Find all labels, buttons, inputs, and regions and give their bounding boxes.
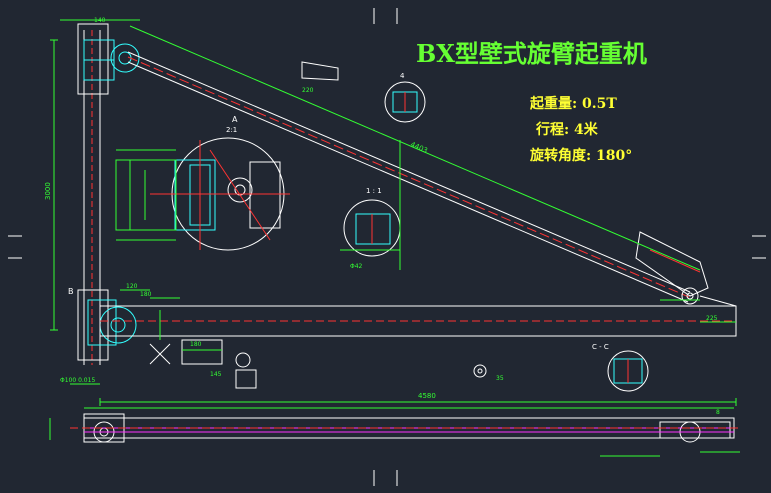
dim-42: Φ42 (350, 263, 363, 270)
main-assembly (77, 23, 737, 392)
spec-travel: 行程: 4米 (535, 121, 599, 138)
spec-rotation: 旋转角度: 180° (529, 147, 632, 164)
section-c-label: C - C (592, 343, 609, 351)
dim-120: 120 (126, 283, 138, 290)
dim-mast-height: 3000 (44, 182, 52, 200)
dim-base-width: 140 (94, 17, 106, 24)
section-4-label: 4 (400, 72, 405, 80)
view-b-label: B (68, 287, 74, 296)
plan-view (49, 407, 740, 457)
dimension-lines (50, 19, 737, 406)
dim-180: 180 (140, 291, 152, 298)
dim-beam-length: 4580 (418, 392, 436, 400)
dim-tie-length: 4403 (409, 140, 429, 154)
spec-capacity: 起重量: 0.5T (529, 95, 617, 112)
dim-180b: 180 (190, 341, 202, 348)
dim-35: 35 (496, 375, 504, 382)
section-1-label: 1 : 1 (366, 187, 382, 195)
dim-225: 225 (706, 315, 718, 322)
drawing-title: BX型壁式旋臂起重机 (416, 39, 647, 68)
dim-145: 145 (210, 371, 222, 378)
dim-8: 8 (716, 409, 720, 416)
dim-pin-diam: Φ100 0.015 (60, 377, 95, 384)
view-a-label: A (232, 115, 238, 124)
dim-220: 220 (302, 87, 314, 94)
frame-marks (8, 8, 766, 486)
view-a-scale: 2:1 (226, 126, 237, 134)
